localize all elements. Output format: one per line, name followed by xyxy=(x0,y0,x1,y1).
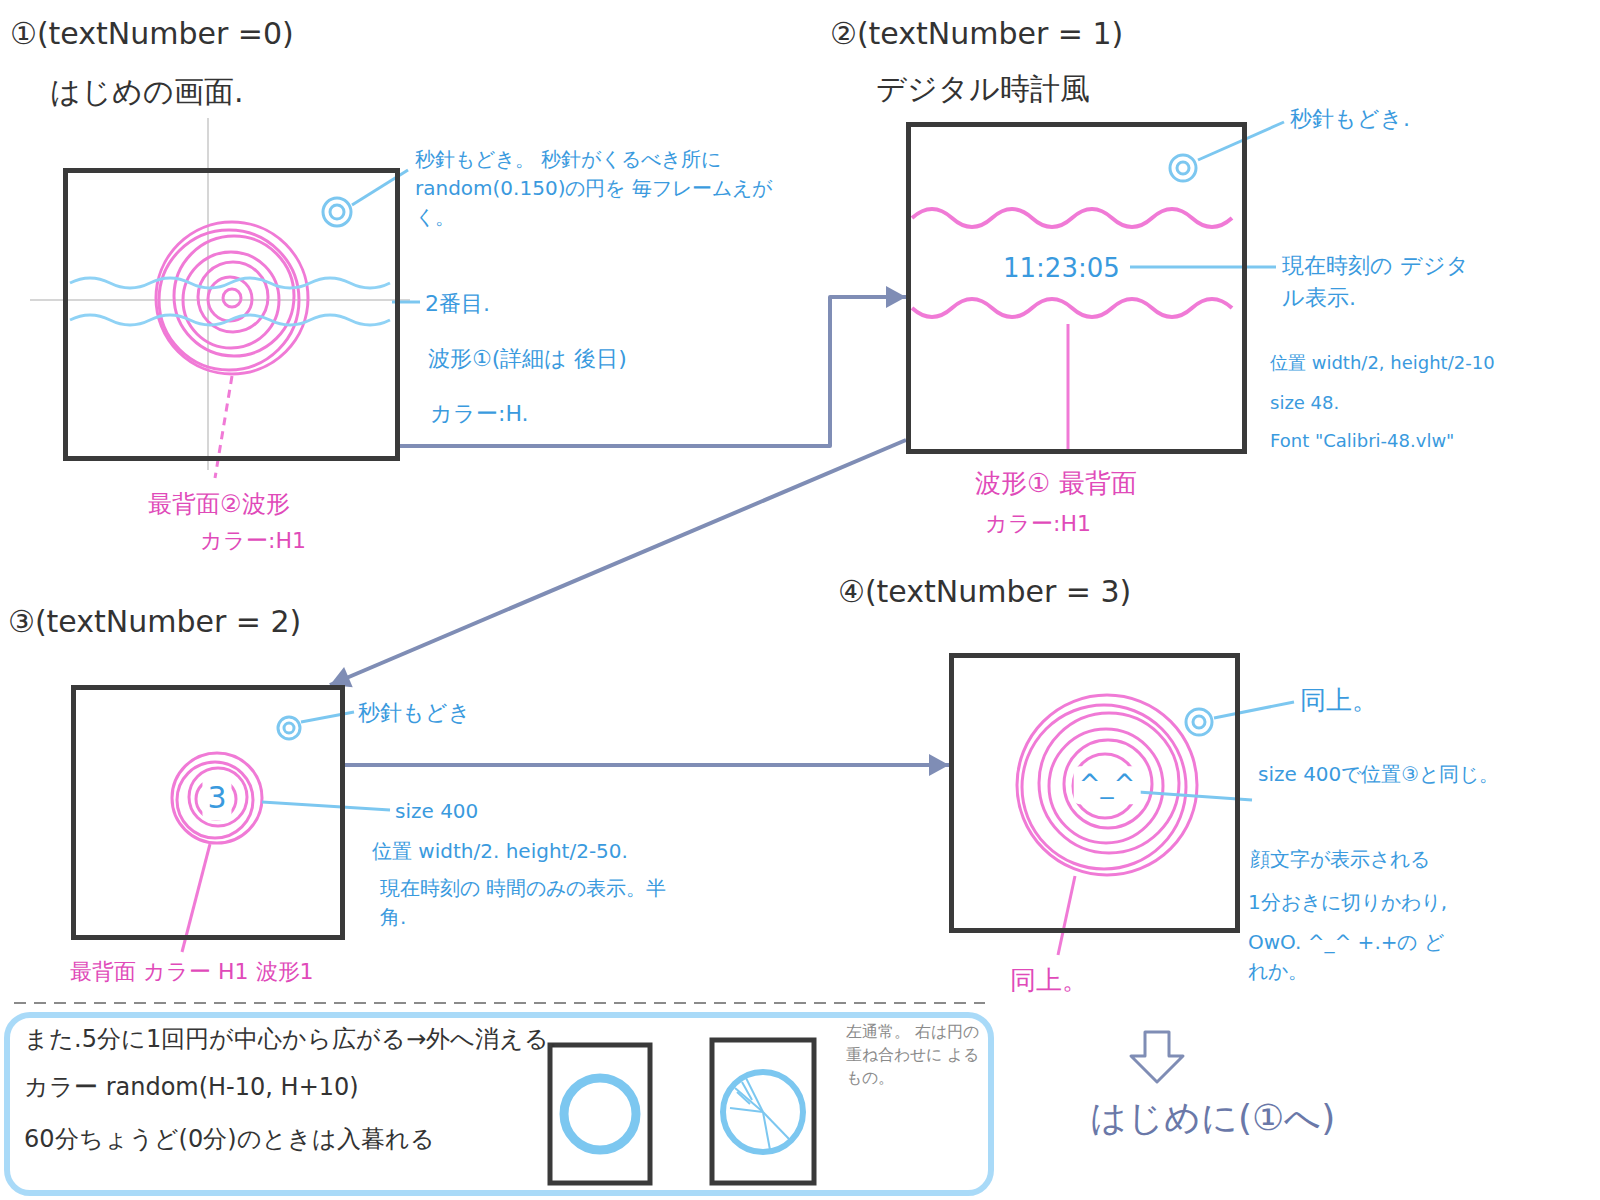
pink-wave xyxy=(912,299,1232,317)
icon-overlap xyxy=(712,1040,814,1183)
panel4-art xyxy=(1017,695,1294,955)
second-hand-dot xyxy=(284,723,294,733)
flow-arrow xyxy=(345,754,949,776)
callout-label: 1分おきに切りかわり, xyxy=(1248,888,1447,917)
callout-label: カラー:H. xyxy=(430,398,529,430)
hour-text: 3 xyxy=(202,776,231,820)
note-band: また.5分に1回円が中心から広がる→外へ消える. カラー random(H-10,… xyxy=(4,1012,994,1196)
callout-label: Font "Calibri-48.vlw" xyxy=(1270,428,1454,454)
callout-label: 位置 width/2, height/2-10 xyxy=(1270,350,1495,376)
panel-title: デジタル時計風 xyxy=(876,67,1090,111)
flow-line xyxy=(330,440,906,685)
callout-label: 最背面②波形 xyxy=(148,487,290,522)
callout-label: size 400で位置③と同じ。 xyxy=(1258,760,1578,789)
panel-heading: ①(textNumber =0) xyxy=(10,12,294,56)
screen-frame: ④(textNumber = 3)^_^ xyxy=(949,653,1240,933)
callout-label: 同上。 xyxy=(1300,682,1378,720)
callout-label: 波形①(詳細は 後日) xyxy=(428,343,627,375)
callout-label: size 48. xyxy=(1270,390,1339,416)
down-arrow xyxy=(1131,1032,1183,1082)
second-hand-dot xyxy=(1193,716,1205,728)
leader-line xyxy=(262,802,390,810)
leader-line xyxy=(301,712,354,722)
callout-label: 最背面 カラー H1 波形1 xyxy=(70,956,314,988)
grey-note: 左通常。 右は円の 重ね合わせに よるもの。 xyxy=(846,1020,986,1090)
leader-line xyxy=(1138,792,1252,800)
note-text: また.5分に1回円が中心から広がる→外へ消える. xyxy=(24,1022,557,1057)
callout-label: size 400 xyxy=(395,797,478,826)
crosshair xyxy=(30,299,410,301)
panel-title: はじめの画面. xyxy=(50,70,244,114)
second-hand-dot xyxy=(330,205,344,219)
leader-line xyxy=(215,376,232,478)
leader-line xyxy=(1198,122,1284,160)
panel-heading: ②(textNumber = 1) xyxy=(830,12,1123,56)
callout-label: 秒針もどき。 秒針がくるべき所に random(0.150)の円を 毎フレームえ… xyxy=(415,145,775,232)
panel-heading: ③(textNumber = 2) xyxy=(8,600,301,644)
clock-text: 11:23:05 xyxy=(998,250,1125,288)
panel-heading: ④(textNumber = 3) xyxy=(838,570,1131,614)
second-hand-dot xyxy=(323,198,351,226)
panel1-art xyxy=(30,118,420,478)
callout-label: 波形① 最背面 xyxy=(975,465,1137,503)
pink-spiral xyxy=(1017,695,1197,875)
icon-normal xyxy=(550,1045,650,1183)
flow-arrow xyxy=(330,440,906,687)
panel2-art xyxy=(912,122,1284,452)
callout-label: 秒針もどき. xyxy=(1290,103,1410,135)
callout-label: 秒針もどき xyxy=(358,697,471,729)
screen-frame: ①(textNumber =0)はじめの画面. xyxy=(63,168,400,461)
flow-line xyxy=(400,297,906,446)
screen-frame: ③(textNumber = 2)3 xyxy=(71,685,345,940)
flow-line xyxy=(345,763,949,767)
pink-spiral xyxy=(156,222,308,374)
second-hand-dot xyxy=(278,717,300,739)
face-text: ^_^ xyxy=(1074,766,1141,804)
blue-wave xyxy=(70,315,390,325)
pink-wave xyxy=(912,209,1232,227)
second-hand-dot xyxy=(1170,155,1196,181)
leader-line xyxy=(1058,876,1075,955)
callout-label: 現在時刻の デジタル表示. xyxy=(1282,250,1472,314)
dashed-divider xyxy=(14,1002,985,1004)
note-text: 60分ちょうど(0分)のときは入暮れる xyxy=(24,1122,435,1157)
blue-wave xyxy=(70,278,390,288)
callout-label: 同上。 xyxy=(1010,962,1088,1000)
screen-frame: ②(textNumber = 1)デジタル時計風11:23:05 xyxy=(906,122,1247,454)
callout-label: 顔文字が表示される xyxy=(1250,845,1430,874)
pink-spiral xyxy=(172,753,262,843)
flow-arrow xyxy=(400,286,906,446)
callout-label: カラー:H1 xyxy=(200,525,306,557)
callout-label: 2番目. xyxy=(425,288,490,320)
callout-label: 現在時刻の 時間のみの表示。半角. xyxy=(380,874,670,932)
note-text: カラー random(H-10, H+10) xyxy=(24,1070,359,1105)
arrow-head xyxy=(886,286,906,308)
callout-label: OwO. ^_^ +.+の どれか。 xyxy=(1248,928,1448,986)
callout-label: 位置 width/2. height/2-50. xyxy=(372,837,628,866)
leader-line xyxy=(1067,324,1070,452)
second-hand-dot xyxy=(1186,709,1212,735)
panel3-art xyxy=(172,712,390,952)
callout-label: カラー:H1 xyxy=(985,508,1091,540)
second-hand-dot xyxy=(1177,162,1189,174)
leader-line xyxy=(1130,266,1276,269)
arrow-head xyxy=(929,754,949,776)
callout-label: はじめに(①へ) xyxy=(1090,1092,1335,1144)
leader-line xyxy=(1214,702,1294,718)
